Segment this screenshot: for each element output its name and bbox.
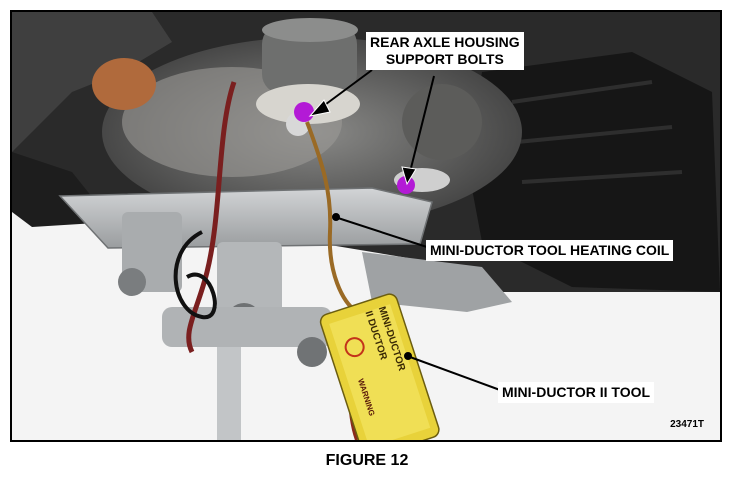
bolt-arrow-left [308, 99, 331, 117]
right-bolt-marker [397, 176, 415, 194]
figure-id: 23471T [670, 419, 704, 430]
figure-frame: WARNING II DUCTOR MINI-DUCTOR REAR AXLE … [10, 10, 722, 442]
orange-component [92, 58, 156, 110]
tool-warning-icon [344, 337, 365, 358]
jack-knob-left [118, 268, 146, 296]
callout-rear-axle-bolts: REAR AXLE HOUSING SUPPORT BOLTS [366, 32, 524, 70]
heating-coil-lead [305, 121, 359, 314]
right-tank-rib [511, 80, 683, 184]
jack-post [217, 337, 241, 440]
jack-support-plate [58, 187, 433, 249]
bolt-leader-left [317, 69, 373, 111]
left-bolt-marker [294, 102, 314, 122]
coil-leader [337, 217, 431, 249]
callout-bolts-line1: REAR AXLE HOUSING [370, 34, 520, 50]
bolt-leader-right [409, 75, 435, 173]
coil-leader-dot [332, 213, 340, 221]
vehicle-underside-photo: WARNING II DUCTOR MINI-DUCTOR [12, 12, 720, 440]
right-fuel-tank [467, 52, 720, 292]
callout-mini-ductor-tool: MINI-DUCTOR II TOOL [498, 382, 655, 403]
left-frame-rail [12, 12, 172, 152]
leader-lines [308, 69, 501, 391]
red-cable [186, 81, 237, 354]
callout-heating-coil: MINI-DUCTOR TOOL HEATING COIL [426, 240, 674, 261]
callout-bolts-line2: SUPPORT BOLTS [385, 51, 504, 67]
right-bracket [362, 252, 512, 312]
figure-caption: FIGURE 12 [325, 452, 409, 469]
tool-leader-dot [404, 352, 412, 360]
jack-knob-lower [297, 337, 327, 367]
bolt-arrow-right [401, 166, 417, 186]
tool-leader [409, 356, 501, 391]
bushing-top [262, 18, 358, 42]
right-axle-tube [402, 84, 482, 160]
support-bushing [262, 24, 357, 94]
mini-ductor-tool: WARNING II DUCTOR MINI-DUCTOR [319, 293, 440, 440]
black-cable [173, 230, 217, 320]
tool-label-band [329, 304, 431, 440]
